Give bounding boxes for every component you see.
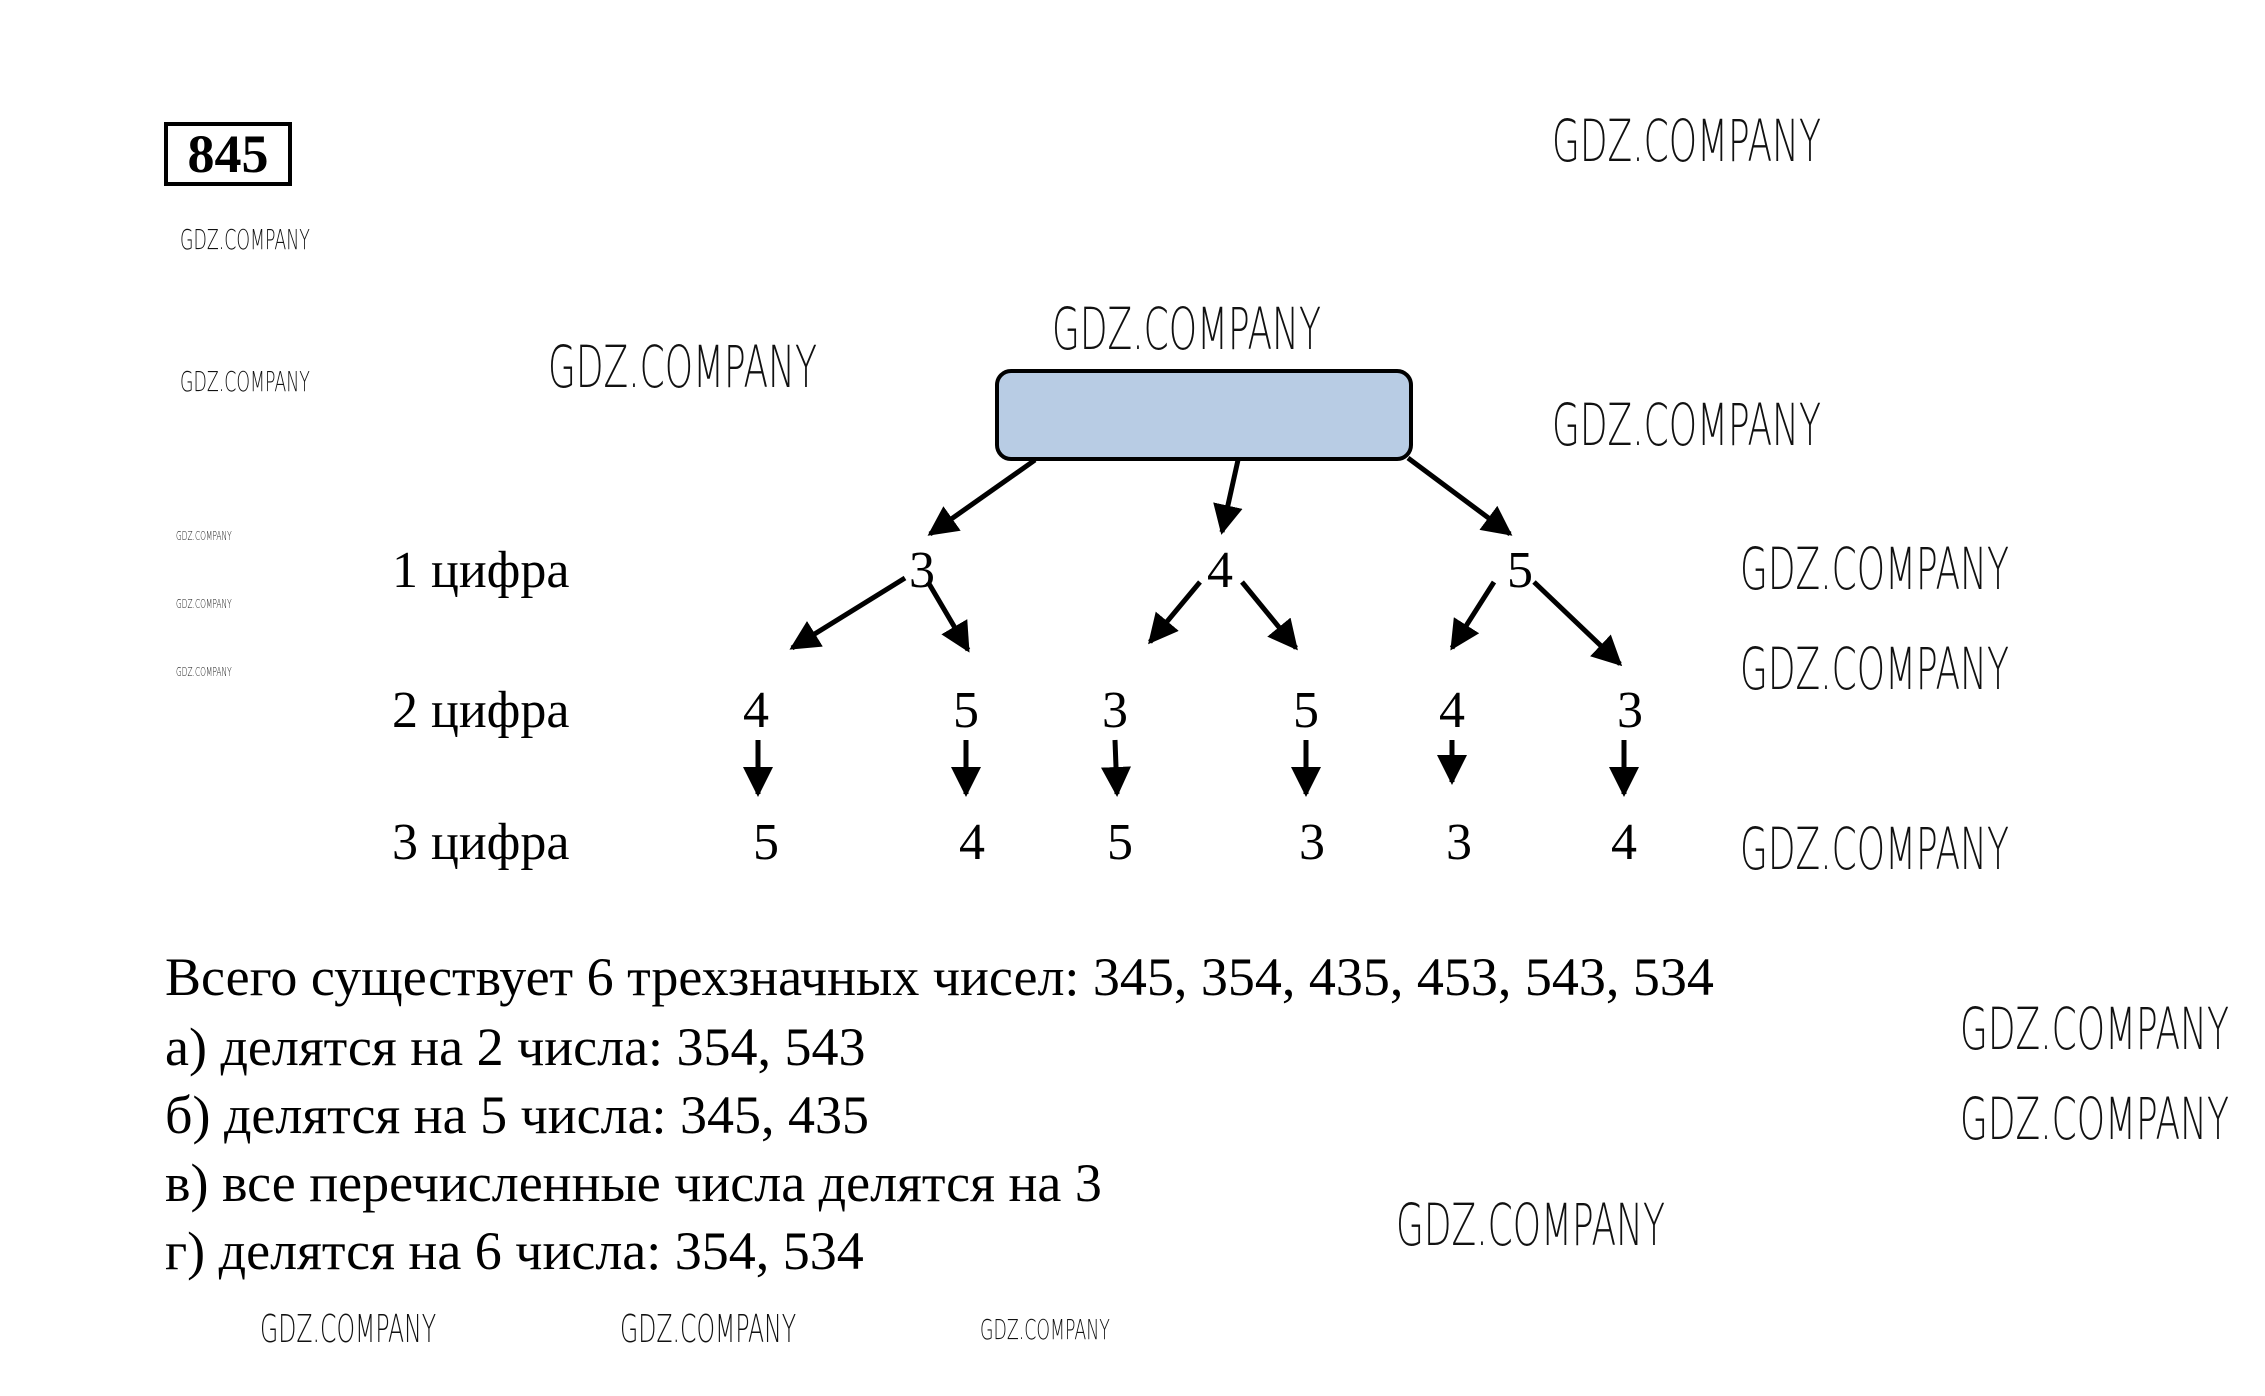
answer-summary: Всего существует 6 трехзначных чисел: 34… xyxy=(165,947,1714,1007)
tree-arrow xyxy=(1213,459,1243,535)
node-l2-2: 3 xyxy=(1102,682,1128,739)
watermark: GDZ.COMPANY xyxy=(176,529,232,543)
watermark: GDZ.COMPANY xyxy=(620,1307,797,1351)
watermark: GDZ.COMPANY xyxy=(1960,1085,2229,1153)
level-label-3: 3 цифра xyxy=(392,814,570,871)
tree-arrow xyxy=(925,580,971,653)
node-l2-1: 5 xyxy=(953,682,979,739)
answer-item-g: г) делятся на 6 числа: 354, 534 xyxy=(165,1221,864,1281)
watermark: GDZ.COMPANY xyxy=(180,365,310,398)
tree-arrow xyxy=(927,457,1037,537)
tree-arrow xyxy=(1148,580,1202,645)
watermark: GDZ.COMPANY xyxy=(1552,107,1821,175)
level-label-2: 2 цифра xyxy=(392,682,570,739)
watermark: GDZ.COMPANY xyxy=(180,223,310,256)
tree-arrow xyxy=(1101,739,1131,797)
level-label-1: 1 цифра xyxy=(392,542,570,599)
node-l3-3: 3 xyxy=(1299,814,1325,871)
node-l1-2: 5 xyxy=(1507,542,1533,599)
tree-arrow xyxy=(789,575,907,651)
watermark: GDZ.COMPANY xyxy=(1740,635,2009,703)
watermark: GDZ.COMPANY xyxy=(176,665,232,679)
tree-arrow xyxy=(1406,455,1513,537)
tree-arrow xyxy=(1449,580,1497,651)
node-l2-3: 5 xyxy=(1293,682,1319,739)
tree-arrow xyxy=(1240,580,1298,651)
root-box xyxy=(995,369,1413,461)
tree-arrow xyxy=(1532,580,1623,667)
node-l2-4: 4 xyxy=(1439,682,1465,739)
answer-item-b: б) делятся на 5 числа: 345, 435 xyxy=(165,1085,870,1145)
watermark: GDZ.COMPANY xyxy=(548,333,817,401)
watermark: GDZ.COMPANY xyxy=(176,597,232,611)
watermark: GDZ.COMPANY xyxy=(980,1313,1110,1346)
watermark: GDZ.COMPANY xyxy=(1740,815,2009,883)
watermark: GDZ.COMPANY xyxy=(1052,295,1321,363)
node-l1-0: 3 xyxy=(909,542,935,599)
answer-item-v: в) все перечисленные числа делятся на 3 xyxy=(165,1153,1102,1213)
tree-edges xyxy=(743,455,1639,797)
watermark: GDZ.COMPANY xyxy=(1960,995,2229,1063)
node-l3-1: 4 xyxy=(959,814,985,871)
node-l3-0: 5 xyxy=(753,814,779,871)
node-l3-2: 5 xyxy=(1107,814,1133,871)
problem-number: 845 xyxy=(164,122,292,186)
watermark: GDZ.COMPANY xyxy=(1740,535,2009,603)
node-l2-0: 4 xyxy=(743,682,769,739)
node-l3-5: 4 xyxy=(1611,814,1637,871)
answer-item-a: а) делятся на 2 числа: 354, 543 xyxy=(165,1017,866,1077)
node-l1-1: 4 xyxy=(1207,542,1233,599)
watermark: GDZ.COMPANY xyxy=(1396,1191,1665,1259)
node-l2-5: 3 xyxy=(1617,682,1643,739)
node-l3-4: 3 xyxy=(1446,814,1472,871)
watermark: GDZ.COMPANY xyxy=(260,1307,437,1351)
watermark: GDZ.COMPANY xyxy=(1552,391,1821,459)
